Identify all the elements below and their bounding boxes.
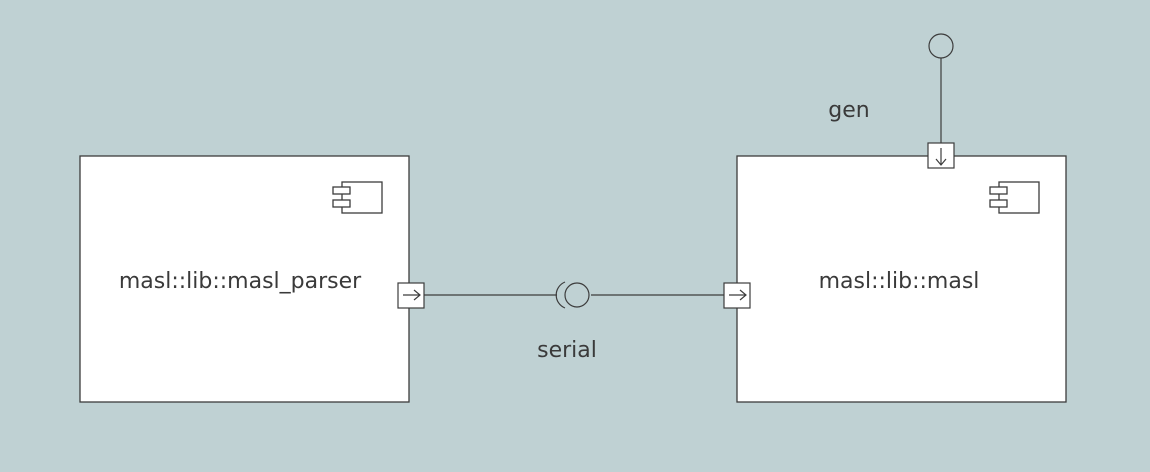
component-name: masl::lib::masl_parser <box>119 269 362 294</box>
ball-circle <box>564 282 590 308</box>
component-masl[interactable]: masl::lib::masl <box>736 155 1067 403</box>
arrow-right-icon <box>403 289 421 301</box>
port-parser-out[interactable] <box>397 282 425 309</box>
serial-interface[interactable]: serial <box>537 281 597 363</box>
port-masl-gen[interactable] <box>927 142 955 169</box>
socket-arc <box>555 281 566 309</box>
uml-component-icon <box>989 181 1040 214</box>
lollipop-circle <box>928 33 954 59</box>
component-name: masl::lib::masl <box>819 269 980 294</box>
arrow-down-icon <box>935 148 947 166</box>
gen-interface[interactable]: gen <box>828 33 954 143</box>
interface-label: gen <box>828 98 869 123</box>
port-masl-in[interactable] <box>723 282 751 309</box>
uml-component-icon <box>332 181 383 214</box>
component-masl-parser[interactable]: masl::lib::masl_parser <box>79 155 410 403</box>
arrow-right-icon <box>729 289 747 301</box>
interface-label: serial <box>537 338 597 363</box>
